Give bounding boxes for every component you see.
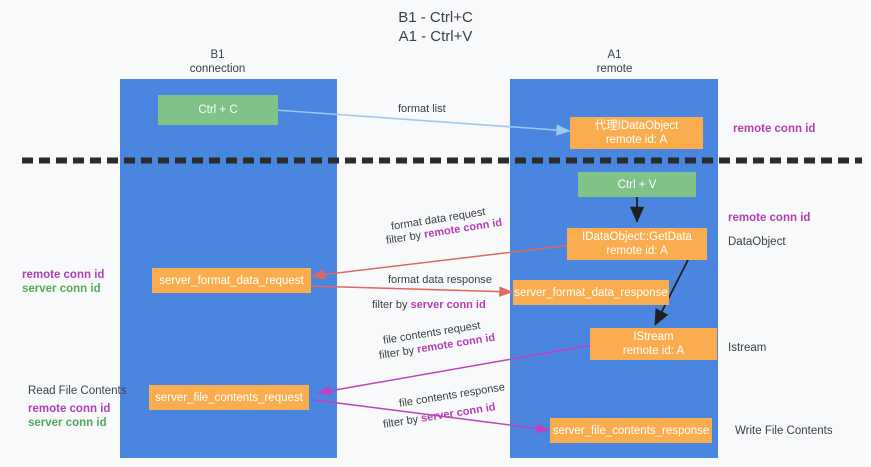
page-title: B1 - Ctrl+C A1 - Ctrl+V xyxy=(0,8,871,46)
column-header-b1-name: B1 xyxy=(210,49,225,61)
side-label-remote-conn-id-mid: remote conn id xyxy=(728,211,810,226)
side-label-left-server-conn-id-text: server conn id xyxy=(22,283,101,295)
side-label-left-remote-conn-id-2: remote conn id xyxy=(28,402,110,417)
side-label-dataobject: DataObject xyxy=(728,235,786,250)
node-server-format-data-request-label: server_format_data_request xyxy=(159,274,304,287)
edge-label-file-contents-response-filter-prefix: filter by xyxy=(382,412,423,431)
column-header-b1-sub: connection xyxy=(189,63,246,75)
column-header-a1: A1 remote xyxy=(552,48,677,76)
node-server-format-data-response-label: server_format_data_response xyxy=(514,286,668,299)
node-server-file-contents-response[interactable]: server_file_contents_response xyxy=(550,418,712,443)
side-label-istream-text: Istream xyxy=(728,342,767,354)
node-server-format-data-response[interactable]: server_format_data_response xyxy=(513,280,669,305)
side-label-istream: Istream xyxy=(728,341,766,356)
node-ctrl-c[interactable]: Ctrl + C xyxy=(158,95,278,125)
column-header-a1-sub: remote xyxy=(596,63,633,75)
edge-label-format-data-response-filter-prefix: filter by xyxy=(372,299,411,311)
side-label-write-file-contents-text: Write File Contents xyxy=(735,425,833,437)
node-ctrl-c-label: Ctrl + C xyxy=(198,104,238,116)
edge-label-format-data-response-filter-value: server conn id xyxy=(410,299,486,311)
node-server-file-contents-request[interactable]: server_file_contents_request xyxy=(149,385,309,410)
edge-label-format-list-text: format list xyxy=(398,103,446,115)
node-proxy-idataobject-line1: 代理IDataObject xyxy=(594,120,679,132)
node-ctrl-v[interactable]: Ctrl + V xyxy=(578,172,696,197)
edge-label-format-data-response-filter: filter by server conn id xyxy=(372,298,486,312)
side-label-write-file-contents: Write File Contents xyxy=(735,424,833,439)
node-proxy-idataobject-line2: remote id: A xyxy=(605,134,668,146)
node-idataobject-getdata-line2: remote id: A xyxy=(606,245,668,257)
node-istream-line1: IStream xyxy=(633,331,674,343)
edge-label-format-list: format list xyxy=(398,102,446,116)
side-label-left-remote-conn-id-text: remote conn id xyxy=(22,269,105,281)
column-header-a1-name: A1 xyxy=(607,49,622,61)
side-label-left-server-conn-id: server conn id xyxy=(22,282,101,297)
title-line-2: A1 - Ctrl+V xyxy=(398,28,473,45)
side-label-read-file-contents-text: Read File Contents xyxy=(28,385,127,397)
side-label-left-server-conn-id-2: server conn id xyxy=(28,416,107,431)
node-server-file-contents-request-label: server_file_contents_request xyxy=(155,391,303,404)
node-idataobject-getdata[interactable]: IDataObject::GetData remote id: A xyxy=(567,228,707,260)
side-label-left-remote-conn-id: remote conn id xyxy=(22,268,104,283)
node-ctrl-v-label: Ctrl + V xyxy=(617,178,657,191)
edge-label-format-data-response-text: format data response xyxy=(388,274,492,286)
side-label-left-server-conn-id-2-text: server conn id xyxy=(28,417,107,429)
node-istream-line2: remote id: A xyxy=(622,345,685,357)
node-idataobject-getdata-line1: IDataObject::GetData xyxy=(582,231,692,243)
edge-label-format-data-response: format data response xyxy=(388,273,492,287)
node-server-file-contents-response-label: server_file_contents_response xyxy=(552,424,710,437)
node-proxy-idataobject[interactable]: 代理IDataObject remote id: A xyxy=(570,117,703,149)
side-label-left-remote-conn-id-2-text: remote conn id xyxy=(28,403,111,415)
node-server-format-data-request[interactable]: server_format_data_request xyxy=(152,268,311,293)
node-istream[interactable]: IStream remote id: A xyxy=(590,328,717,360)
title-line-1: B1 - Ctrl+C xyxy=(398,9,473,26)
side-label-remote-conn-id-top-text: remote conn id xyxy=(733,123,816,135)
side-label-dataobject-text: DataObject xyxy=(728,236,786,248)
side-label-remote-conn-id-mid-text: remote conn id xyxy=(728,212,811,224)
column-header-b1: B1 connection xyxy=(155,48,280,76)
side-label-read-file-contents: Read File Contents xyxy=(28,384,126,399)
side-label-remote-conn-id-top: remote conn id xyxy=(733,122,815,137)
